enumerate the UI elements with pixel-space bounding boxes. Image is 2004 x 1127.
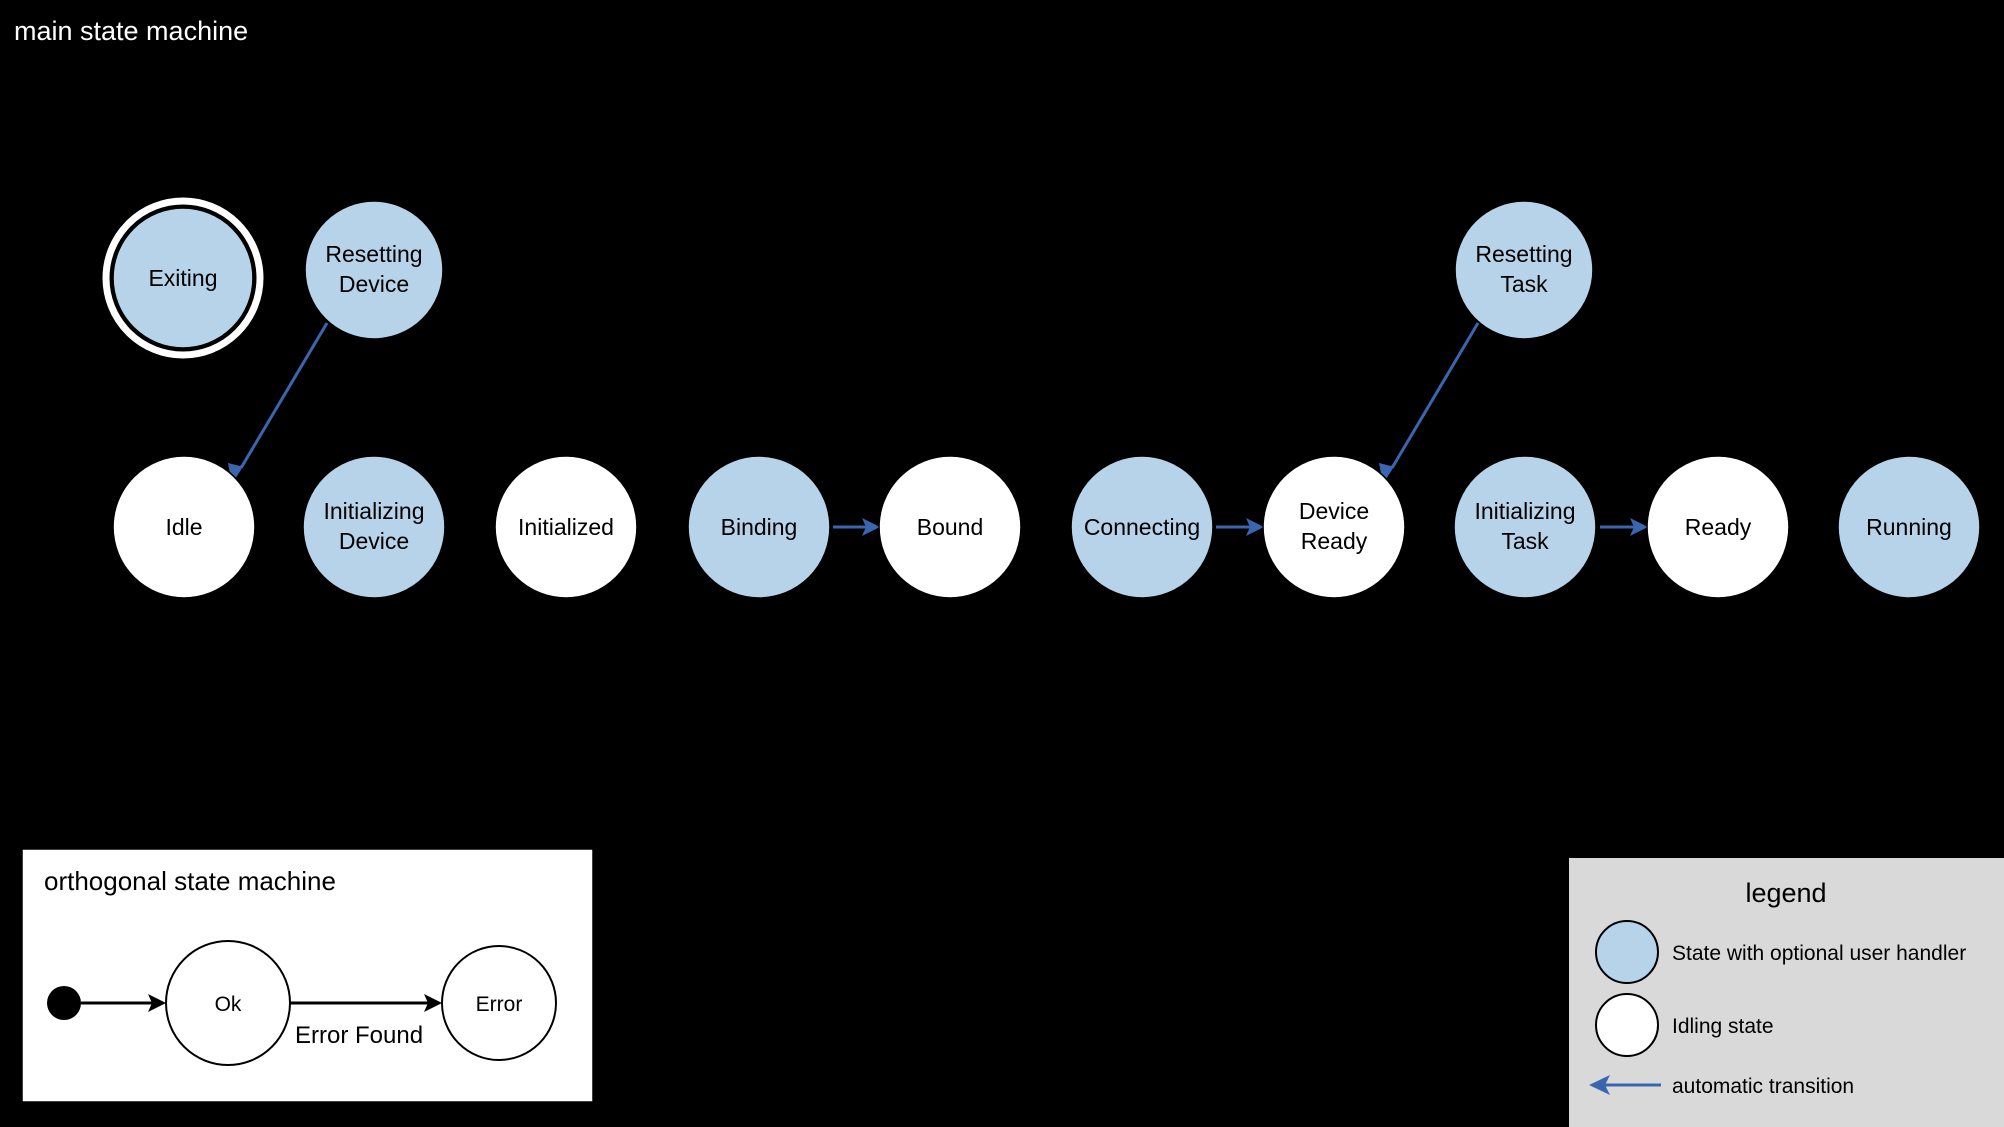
state-label: Binding	[721, 514, 798, 540]
legend-item-state-handler: State with optional user handler	[1595, 920, 1966, 984]
state-label-line2: Device	[339, 271, 409, 297]
state-label-line1: Initializing	[1475, 498, 1576, 524]
state-shape	[1070, 455, 1214, 599]
transition-line	[239, 322, 329, 469]
transition-initializing-task-to-ready[interactable]	[1600, 518, 1648, 536]
arrowhead-icon	[1630, 518, 1648, 536]
state-label: Connecting	[1084, 514, 1200, 540]
transition-line	[1390, 322, 1480, 469]
state-label: Ok	[215, 993, 242, 1016]
state-node-binding[interactable]: Binding	[687, 455, 831, 599]
state-label: Bound	[917, 514, 984, 540]
orthogonal-panel-title: orthogonal state machine	[44, 866, 336, 896]
legend-title: legend	[1745, 878, 1826, 908]
state-label: Ready	[1685, 514, 1752, 540]
legend-item-label: State with optional user handler	[1672, 942, 1966, 965]
state-label-line1: Resetting	[325, 241, 422, 267]
state-node-resetting-device[interactable]: Resetting Device	[304, 200, 444, 340]
arrow-left-icon	[1589, 1075, 1610, 1095]
state-shape	[1837, 455, 1981, 599]
legend-item-label: Idling state	[1672, 1015, 1774, 1038]
state-node-initializing-task[interactable]: Initializing Task	[1453, 455, 1597, 599]
state-node-idle[interactable]: Idle	[112, 455, 256, 599]
transitions-layer	[228, 322, 1648, 536]
state-node-exiting[interactable]: Exiting	[102, 197, 264, 359]
state-label-line2: Task	[1501, 528, 1549, 554]
legend-item-state-idling: Idling state	[1595, 993, 1774, 1057]
arrowhead-icon	[1246, 518, 1264, 536]
transition-binding-to-bound[interactable]	[833, 518, 880, 536]
arrowhead-icon	[862, 518, 880, 536]
state-label: Exiting	[148, 265, 217, 291]
legend-item-label: automatic transition	[1672, 1075, 1854, 1098]
state-label-line2: Task	[1500, 271, 1548, 297]
state-shape	[304, 200, 444, 340]
state-label: Running	[1866, 514, 1952, 540]
white-circle-icon	[1595, 993, 1659, 1057]
blue-circle-icon	[1595, 920, 1659, 984]
state-label-line2: Device	[339, 528, 409, 554]
state-label: Initialized	[518, 514, 614, 540]
orthogonal-state-node-ok[interactable]: Ok	[165, 940, 291, 1066]
state-shape	[1453, 455, 1597, 599]
state-label-line1: Initializing	[324, 498, 425, 524]
state-shape	[112, 207, 254, 349]
state-shape	[878, 455, 1022, 599]
state-node-resetting-task[interactable]: Resetting Task	[1454, 200, 1594, 340]
page-title: main state machine	[14, 16, 248, 46]
state-node-running[interactable]: Running	[1837, 455, 1981, 599]
transition-resetting-task-to-device-ready[interactable]	[1379, 322, 1480, 484]
state-label: Idle	[165, 514, 202, 540]
state-node-device-ready[interactable]: Device Ready	[1262, 455, 1406, 599]
transition-resetting-device-to-idle[interactable]	[228, 322, 329, 484]
arrowhead-icon	[148, 994, 166, 1012]
state-label-line2: Ready	[1301, 528, 1368, 554]
orthogonal-state-machine-panel: orthogonal state machine Ok Error Found	[21, 848, 594, 1103]
state-shape	[687, 455, 831, 599]
orthogonal-state-node-error[interactable]: Error	[441, 945, 557, 1061]
state-label: Error	[476, 993, 523, 1016]
state-node-ready[interactable]: Ready	[1646, 455, 1790, 599]
transition-connecting-to-device-ready[interactable]	[1216, 518, 1264, 536]
states-layer: Exiting Resetting Device Resetting Task …	[102, 197, 1981, 599]
arrowhead-icon	[424, 994, 442, 1012]
initial-state-dot[interactable]	[47, 986, 81, 1020]
state-node-bound[interactable]: Bound	[878, 455, 1022, 599]
orthogonal-transition-ok-to-error[interactable]: Error Found	[290, 994, 442, 1049]
state-shape	[1262, 455, 1406, 599]
state-shape	[1454, 200, 1594, 340]
orthogonal-transition-start-to-ok[interactable]	[81, 994, 166, 1012]
state-shape	[112, 455, 256, 599]
legend-panel-background	[1569, 858, 2004, 1127]
transition-label: Error Found	[295, 1022, 423, 1049]
state-shape	[302, 455, 446, 599]
legend-panel: legend State with optional user handler …	[1569, 858, 2004, 1127]
legend-item-transition: automatic transition	[1589, 1075, 1854, 1098]
final-state-ring	[102, 197, 264, 359]
state-node-connecting[interactable]: Connecting	[1070, 455, 1214, 599]
state-label-line1: Device	[1299, 498, 1369, 524]
state-node-initializing-device[interactable]: Initializing Device	[302, 455, 446, 599]
state-node-initialized[interactable]: Initialized	[494, 455, 638, 599]
state-label-line1: Resetting	[1475, 241, 1572, 267]
state-shape	[494, 455, 638, 599]
state-shape	[1646, 455, 1790, 599]
state-shape	[441, 945, 557, 1061]
